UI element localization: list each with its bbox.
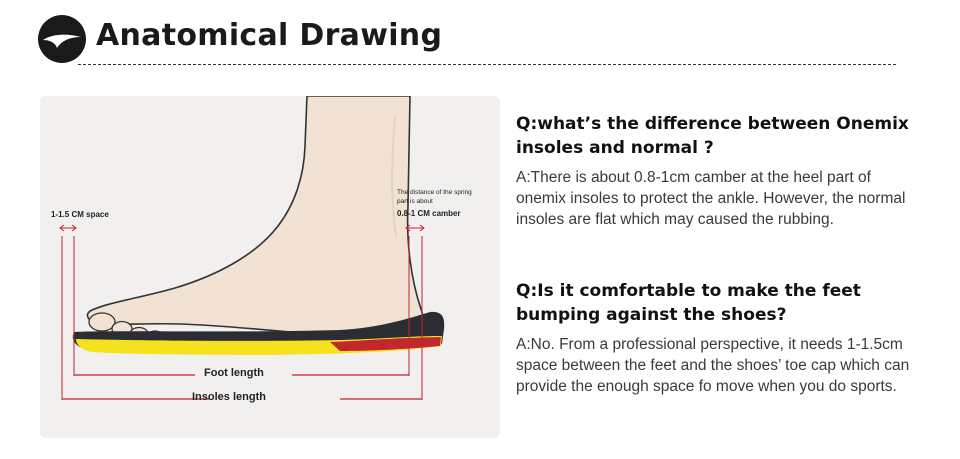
faq-question: Q:what’s the difference between Onemix i…	[516, 114, 909, 158]
camber-label: 0.8-1 CM camber	[397, 209, 461, 218]
title-divider	[78, 64, 896, 65]
spring-note-line2: part is about	[397, 198, 433, 205]
faq-question: Q:Is it comfortable to make the feet bum…	[516, 281, 861, 325]
insoles-length-label: Insoles length	[192, 391, 266, 403]
faq-answer: A:No. From a professional perspective, i…	[516, 336, 910, 395]
insole	[72, 311, 445, 355]
faq-answer: A:There is about 0.8-1cm camber at the h…	[516, 169, 906, 228]
section-header: Anatomical Drawing	[0, 0, 960, 80]
foot-illustration	[86, 96, 426, 342]
faq-item-1: Q:what’s the difference between Onemix i…	[516, 112, 916, 230]
camber-arrow	[405, 224, 425, 232]
swoosh-logo-icon	[38, 15, 86, 63]
page-title: Anatomical Drawing	[96, 18, 443, 53]
toe-space-label: 1-1.5 CM space	[51, 210, 109, 219]
foot-length-label: Foot length	[204, 367, 264, 379]
measure-guides	[61, 236, 423, 400]
insole-diagram: 1-1.5 CM space The distance of the sprin…	[40, 96, 500, 438]
spring-note-line1: The distance of the spring	[397, 189, 472, 196]
faq-item-2: Q:Is it comfortable to make the feet bum…	[516, 279, 916, 397]
toe-space-arrow	[59, 224, 77, 232]
